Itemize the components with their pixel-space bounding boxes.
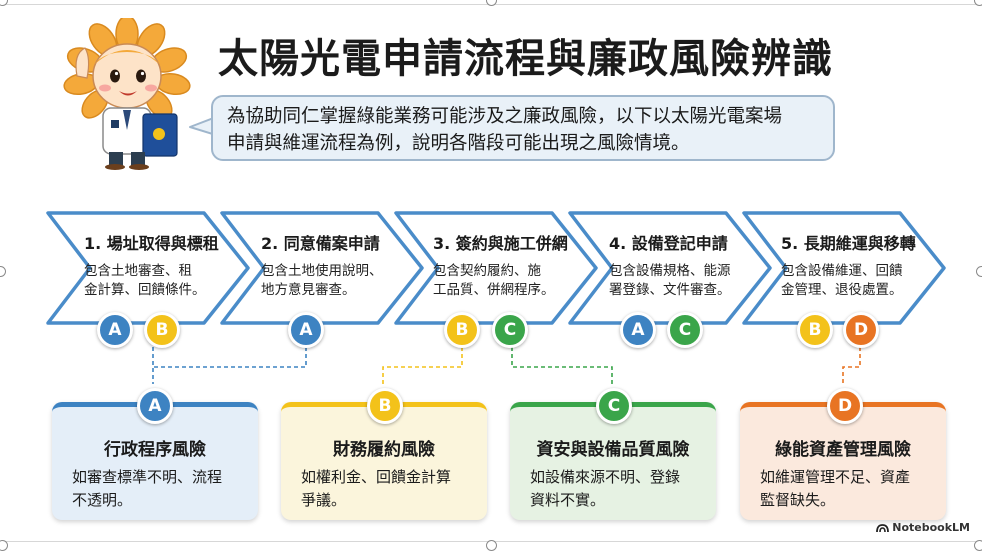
risk-card-B-badge: B bbox=[367, 388, 403, 424]
step-1-chevron bbox=[46, 211, 250, 325]
step-desc-line: 包含設備規格、能源 bbox=[609, 263, 731, 279]
step-1-text: 1. 場址取得與標租 包含土地審查、租 金計算、回饋條件。 bbox=[84, 230, 234, 300]
connector-B bbox=[382, 347, 463, 384]
step-title: 1. 場址取得與標租 bbox=[84, 234, 219, 253]
risk-card-title: 資安與設備品質風險 bbox=[536, 440, 690, 460]
page-title: 太陽光電申請流程與廉政風險辨識 bbox=[218, 36, 833, 82]
risk-card-desc-line: 如設備來源不明、登錄 bbox=[530, 468, 681, 486]
step-2-chevron bbox=[220, 211, 424, 325]
step-description: 包含土地使用說明、 地方意見審查。 bbox=[261, 262, 411, 300]
risk-card-desc-line: 不透明。 bbox=[72, 491, 133, 509]
step-desc-line: 工品質、併網程序。 bbox=[433, 282, 555, 298]
risk-card-description: 如審查標準不明、流程 不透明。 bbox=[72, 466, 244, 512]
step-3-risk-B-badge: B bbox=[444, 312, 480, 348]
step-desc-line: 包含土地審查、租 bbox=[84, 263, 192, 279]
step-description: 包含土地審查、租 金計算、回饋條件。 bbox=[84, 262, 234, 300]
connector-A-step2 bbox=[153, 347, 307, 368]
risk-card-desc-line: 爭議。 bbox=[301, 491, 347, 509]
intro-line-2: 申請與維運流程為例，說明各階段可能出現之風險情境。 bbox=[227, 133, 690, 154]
intro-line-1: 為協助同仁掌握綠能業務可能涉及之廉政風險，以下以太陽光電案場 bbox=[227, 106, 783, 127]
step-4-chevron bbox=[568, 211, 772, 325]
step-4-text: 4. 設備登記申請 包含設備規格、能源 署登錄、文件審查。 bbox=[609, 230, 759, 300]
risk-card-description: 如維運管理不足、資產 監督缺失。 bbox=[760, 466, 932, 512]
risk-card-desc-line: 如審查標準不明、流程 bbox=[72, 468, 223, 486]
risk-card-A-badge: A bbox=[137, 388, 173, 424]
step-title: 4. 設備登記申請 bbox=[609, 234, 728, 253]
risk-card-desc-line: 資料不實。 bbox=[530, 491, 606, 509]
step-desc-line: 包含契約履約、施 bbox=[433, 263, 541, 279]
step-description: 包含設備維運、回饋 金管理、退役處置。 bbox=[781, 262, 931, 300]
step-3-text: 3. 簽約與施工併網 包含契約履約、施 工品質、併網程序。 bbox=[433, 230, 583, 300]
step-2-risk-A-badge: A bbox=[288, 312, 324, 348]
step-2-text: 2. 同意備案申請 包含土地使用說明、 地方意見審查。 bbox=[261, 230, 411, 300]
step-desc-line: 金管理、退役處置。 bbox=[781, 282, 903, 298]
step-desc-line: 署登錄、文件審查。 bbox=[609, 282, 731, 298]
risk-card-desc-line: 如維運管理不足、資產 bbox=[760, 468, 911, 486]
risk-card-description: 如設備來源不明、登錄 資料不實。 bbox=[530, 466, 702, 512]
brand-label: NotebookLM bbox=[892, 521, 970, 534]
step-description: 包含契約履約、施 工品質、併網程序。 bbox=[433, 262, 583, 300]
resize-handle-top-right[interactable] bbox=[974, 0, 982, 6]
resize-handle-mid-right[interactable] bbox=[976, 266, 982, 277]
step-5-chevron bbox=[742, 211, 946, 325]
sunflower-mascot-icon bbox=[63, 18, 191, 170]
step-title: 5. 長期維運與移轉 bbox=[781, 234, 916, 253]
connector-C bbox=[511, 347, 613, 384]
step-1-risk-B-badge: B bbox=[144, 312, 180, 348]
risk-card-D-badge: D bbox=[827, 388, 863, 424]
step-desc-line: 包含土地使用說明、 bbox=[261, 263, 383, 279]
risk-card-title: 財務履約風險 bbox=[333, 440, 435, 460]
connector-D bbox=[842, 347, 861, 384]
risk-card-C-badge: C bbox=[596, 388, 632, 424]
step-desc-line: 包含設備維運、回饋 bbox=[781, 263, 903, 279]
step-5-text: 5. 長期維運與移轉 包含設備維運、回饋 金管理、退役處置。 bbox=[781, 230, 931, 300]
step-3-risk-C-badge: C bbox=[492, 312, 528, 348]
step-4-risk-A-badge: A bbox=[620, 312, 656, 348]
step-1-risk-A-badge: A bbox=[97, 312, 133, 348]
step-title: 3. 簽約與施工併網 bbox=[433, 234, 568, 253]
risk-card-description: 如權利金、回饋金計算 爭議。 bbox=[301, 466, 473, 512]
intro-speech-bubble: 為協助同仁掌握綠能業務可能涉及之廉政風險，以下以太陽光電案場 申請與維運流程為例… bbox=[211, 95, 835, 161]
risk-card-title: 行政程序風險 bbox=[104, 440, 206, 460]
notebooklm-logo-icon bbox=[876, 523, 890, 532]
risk-card-desc-line: 監督缺失。 bbox=[760, 491, 836, 509]
risk-card-title: 綠能資產管理風險 bbox=[775, 440, 911, 460]
step-4-risk-C-badge: C bbox=[667, 312, 703, 348]
step-description: 包含設備規格、能源 署登錄、文件審查。 bbox=[609, 262, 759, 300]
notebooklm-branding: NotebookLM bbox=[876, 521, 970, 534]
step-desc-line: 地方意見審查。 bbox=[261, 282, 356, 298]
step-title: 2. 同意備案申請 bbox=[261, 234, 380, 253]
step-5-risk-D-badge: D bbox=[843, 312, 879, 348]
step-3-chevron bbox=[394, 211, 598, 325]
step-5-risk-B-badge: B bbox=[797, 312, 833, 348]
risk-card-desc-line: 如權利金、回饋金計算 bbox=[301, 468, 452, 486]
step-desc-line: 金計算、回饋條件。 bbox=[84, 282, 206, 298]
